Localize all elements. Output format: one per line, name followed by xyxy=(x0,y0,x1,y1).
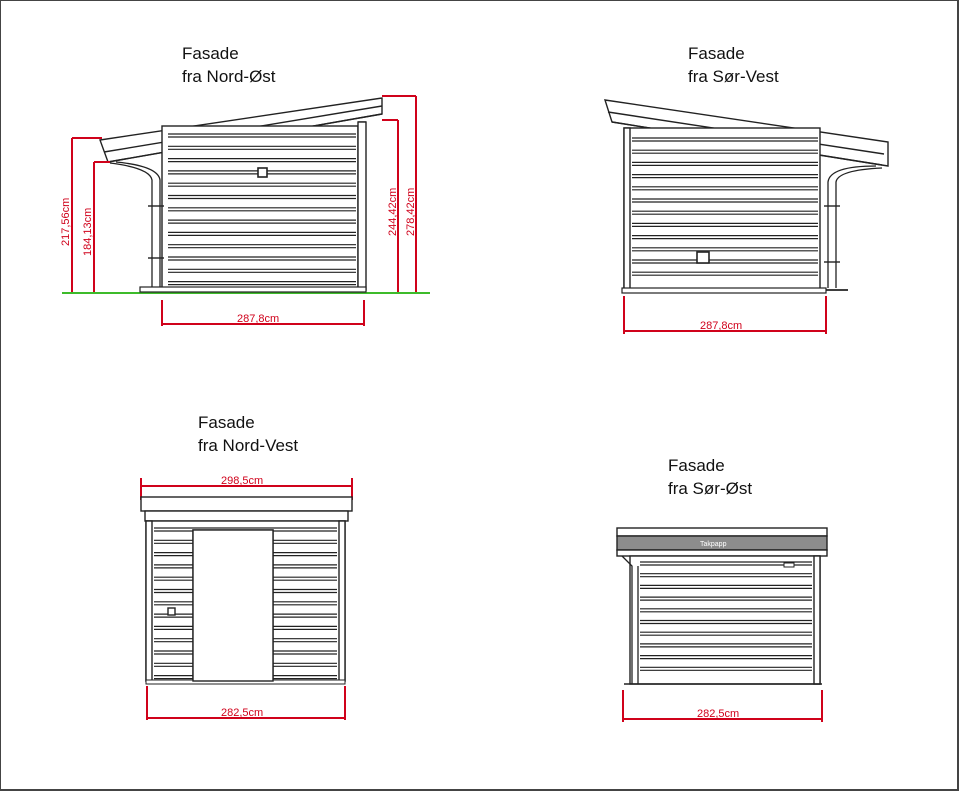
dim-width-nord-ost: 287,8cm xyxy=(237,313,279,325)
title-sor-ost-line1: Fasade xyxy=(668,456,725,475)
dim-width-nord-vest: 282,5cm xyxy=(221,707,263,719)
dimension-lines xyxy=(623,296,827,334)
roof-felt-label: Takpapp xyxy=(700,541,727,548)
roof xyxy=(140,496,353,512)
vent-icon xyxy=(257,167,268,178)
roof xyxy=(616,527,828,537)
title-nord-vest: Fasade fra Nord-Vest xyxy=(198,411,298,457)
dim-184-13: 184,13cm xyxy=(82,208,94,256)
elevation-sor-ost: Takpapp 282,5cm xyxy=(616,527,828,722)
vent-icon xyxy=(696,251,710,264)
dim-278-42: 278,42cm xyxy=(405,188,417,236)
title-nord-ost-line1: Fasade xyxy=(182,44,239,63)
title-sor-vest: Fasade fra Sør-Vest xyxy=(688,42,779,88)
outlet-icon xyxy=(167,607,176,616)
elevation-sor-vest: 287,8cm xyxy=(603,99,889,334)
title-sor-ost-line2: fra Sør-Øst xyxy=(668,479,753,498)
elevation-nord-ost: 217,56cm 184,13cm 244,42cm 278,42cm 287,… xyxy=(60,95,430,326)
dimension-lines xyxy=(622,690,823,722)
dimension-lines xyxy=(140,478,353,720)
dimension-lines xyxy=(71,95,417,326)
title-nord-vest-line2: fra Nord-Vest xyxy=(198,436,299,455)
dim-top-nord-vest: 298,5cm xyxy=(221,475,263,487)
title-nord-ost: Fasade fra Nord-Øst xyxy=(182,42,276,88)
title-sor-ost: Fasade fra Sør-Øst xyxy=(668,454,752,500)
title-nord-vest-line1: Fasade xyxy=(198,413,255,432)
dim-217-56: 217,56cm xyxy=(60,198,72,246)
dim-width-sor-ost: 282,5cm xyxy=(697,708,739,720)
title-sor-vest-line1: Fasade xyxy=(688,44,745,63)
elevation-nord-vest: 298,5cm 282,5cm xyxy=(140,475,353,720)
door xyxy=(192,529,274,682)
dim-244-42: 244,42cm xyxy=(387,188,399,236)
wall xyxy=(623,127,821,291)
dim-width-sor-vest: 287,8cm xyxy=(700,320,742,332)
title-sor-vest-line2: fra Sør-Vest xyxy=(688,67,779,86)
title-nord-ost-line2: fra Nord-Øst xyxy=(182,67,276,86)
